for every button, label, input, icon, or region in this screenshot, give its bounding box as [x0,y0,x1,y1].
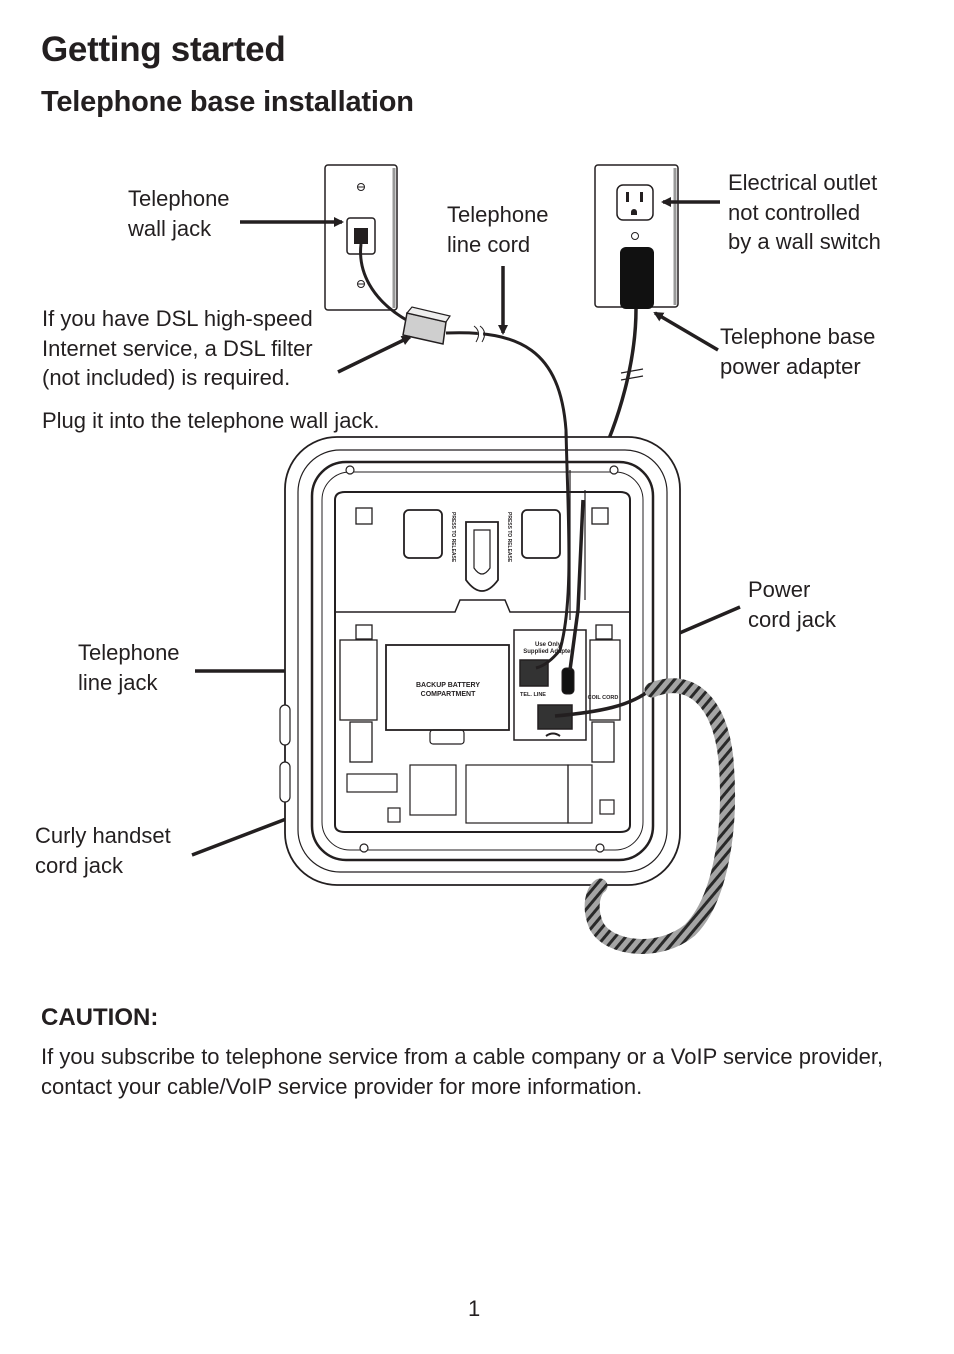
electrical-outlet [594,164,679,309]
label-curly-handset-jack: Curly handset cord jack [35,823,171,878]
arrow-power-adapter [653,311,719,352]
use-only-label: Use Only [535,642,562,648]
page-number: 1 [468,1296,481,1321]
label-telephone-wall-jack: Telephone wall jack [128,186,230,241]
label-power-cord-jack: Power cord jack [748,577,837,632]
arrow-dsl-filter [337,335,412,374]
dsl-filter [402,306,451,345]
label-telephone-line-cord: Telephone line cord [447,202,549,257]
coil-cord-label: COIL CORD [588,695,619,701]
telephone-base [279,436,681,886]
battery-label-line2: COMPARTMENT [421,691,476,698]
label-telephone-line-jack: Telephone line jack [78,640,180,695]
label-plug-wall-jack: Plug it into the telephone wall jack. [42,408,380,433]
tel-line-label: TEL. LINE [520,692,546,698]
battery-label-line1: BACKUP BATTERY [416,682,480,689]
label-power-adapter: Telephone base power adapter [720,324,876,379]
label-dsl-filter: If you have DSL high-speed Internet serv… [42,306,313,390]
supplied-adapter-label: Supplied Adapter [523,649,573,655]
wall-jack-plate [324,164,398,311]
caution-heading: CAUTION: [41,1004,159,1031]
curly-handset-cord [554,678,735,954]
press-release-left: PRESS TO RELEASE [450,512,456,563]
caution-text: If you subscribe to telephone service fr… [41,1044,884,1099]
label-electrical-outlet: Electrical outlet not controlled by a wa… [728,170,881,254]
press-release-right: PRESS TO RELEASE [506,512,512,563]
section-title: Telephone base installation [41,86,414,118]
page-title: Getting started [41,30,286,69]
